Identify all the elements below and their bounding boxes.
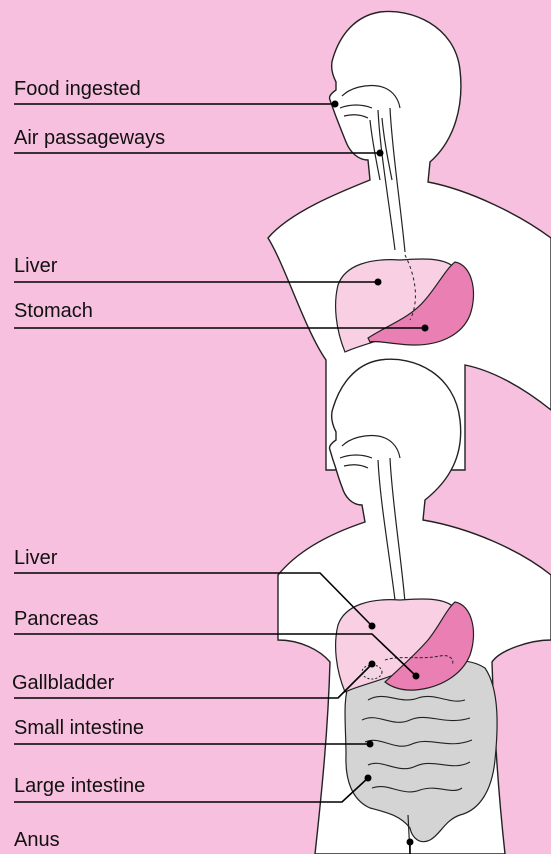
lower-figure	[278, 359, 551, 854]
dot-stomach	[422, 325, 429, 332]
dot-pancreas	[413, 673, 420, 680]
dot-anus	[407, 839, 414, 846]
label-air-passageways: Air passageways	[14, 128, 165, 148]
dot-air-passageways	[377, 150, 384, 157]
dot-gallbladder	[369, 661, 376, 668]
label-stomach: Stomach	[14, 301, 93, 321]
label-gallbladder: Gallbladder	[12, 673, 114, 693]
label-pancreas: Pancreas	[14, 609, 99, 629]
label-liver-upper: Liver	[14, 256, 57, 276]
label-anus: Anus	[14, 830, 60, 850]
label-liver-lower: Liver	[14, 548, 57, 568]
dot-large-intestine	[365, 775, 372, 782]
dot-liver-upper	[375, 279, 382, 286]
dot-food-ingested	[332, 101, 339, 108]
label-small-intestine: Small intestine	[14, 718, 144, 738]
label-food-ingested: Food ingested	[14, 79, 141, 99]
dot-liver-lower	[369, 623, 376, 630]
label-large-intestine: Large intestine	[14, 776, 145, 796]
dot-small-intestine	[367, 741, 374, 748]
